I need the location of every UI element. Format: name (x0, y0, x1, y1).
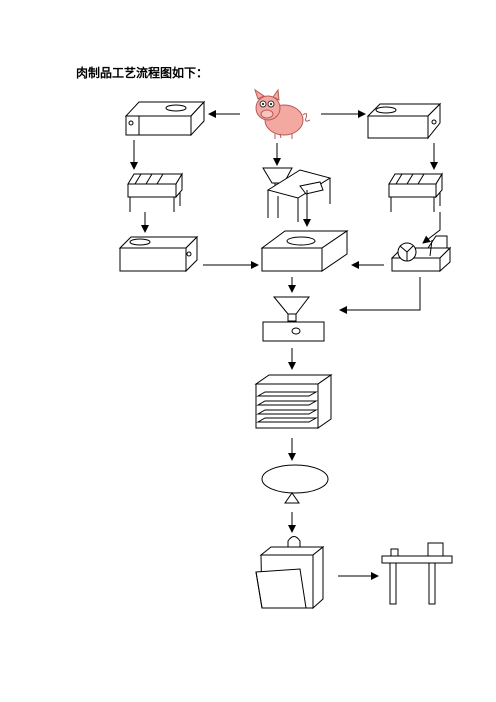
filler-machine-icon (262, 321, 325, 342)
flow-arrows (130, 110, 441, 580)
chiller-icon (388, 172, 443, 212)
freezer-icon (124, 100, 206, 137)
smoking-oven-icon (254, 374, 333, 429)
page-title: 肉制品工艺流程图如下： (76, 66, 209, 80)
mixing-tank-icon (118, 235, 199, 273)
slicer-machine-icon (390, 235, 452, 273)
pig-icon (254, 88, 311, 139)
chiller-icon (127, 172, 183, 212)
arrow-slicer-to-hopper (339, 277, 421, 314)
arrow-chiller-to-slicer (422, 212, 441, 244)
mixing-tank-icon (260, 230, 349, 272)
hopper-icon (272, 296, 311, 322)
packing-machine-icon (255, 536, 325, 610)
cutting-machine-icon (262, 167, 332, 222)
freezer-icon (366, 102, 442, 140)
work-table-icon (381, 542, 453, 605)
cooling-oval-icon (261, 464, 329, 504)
